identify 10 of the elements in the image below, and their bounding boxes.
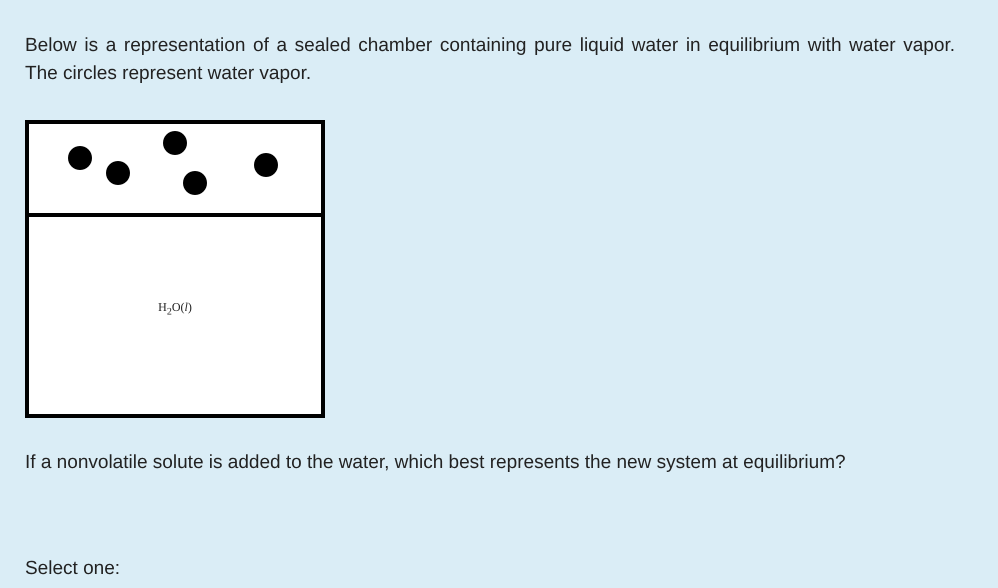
chamber-box <box>25 120 325 418</box>
vapor-particle <box>106 161 130 185</box>
question-text: Below is a representation of a sealed chamber containing pure liquid water in equilibrium with water vapor. The circles represent water vapor. <box>25 34 955 86</box>
vapor-particle <box>163 131 187 155</box>
question-text: If a nonvolatile solute is added to the water, which best represents the new system at equilibrium? <box>25 451 847 475</box>
vapor-particle <box>183 171 207 195</box>
vapor-particle <box>254 153 278 177</box>
formula-label: H$_{2}$O(l) <box>158 300 192 318</box>
vapor-particle <box>68 146 92 170</box>
prompt-text: Select one: <box>25 557 120 581</box>
